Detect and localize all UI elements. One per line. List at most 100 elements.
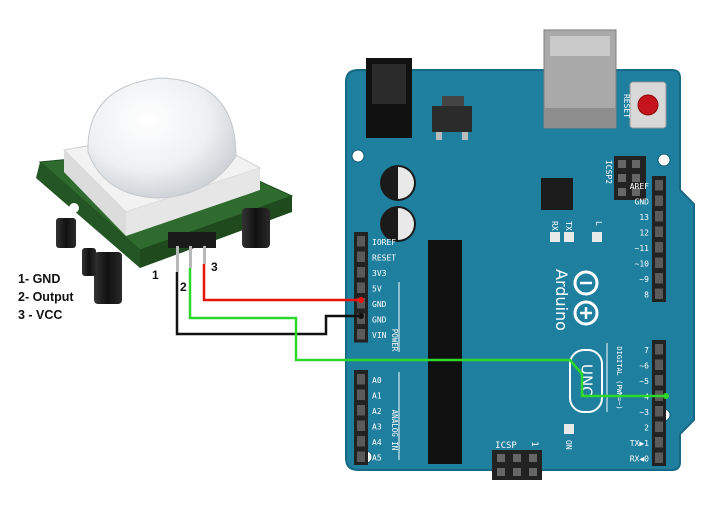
header-body: [652, 176, 666, 302]
legend-item-gnd: 1- GND: [18, 272, 61, 286]
vcc-wire: [202, 264, 361, 302]
header-pin[interactable]: [357, 451, 365, 463]
sensor-pin: [189, 246, 192, 268]
l-led: [592, 232, 602, 242]
header-pin[interactable]: [357, 282, 365, 294]
header-pin[interactable]: [655, 211, 663, 222]
header-pin[interactable]: [655, 288, 663, 300]
header-pin[interactable]: [655, 452, 663, 464]
header-pin[interactable]: [655, 375, 663, 386]
header-pin[interactable]: [655, 359, 663, 371]
header-pin[interactable]: [655, 406, 663, 417]
reset-button[interactable]: [629, 81, 667, 129]
pin-label: ~3: [639, 408, 649, 417]
usb-connector: [543, 29, 617, 129]
header-pin[interactable]: [655, 180, 663, 191]
header-pin[interactable]: [655, 273, 663, 284]
pin-label: A2: [372, 407, 382, 416]
arduino-logo-icon: [573, 270, 599, 326]
header-pin[interactable]: [357, 405, 365, 416]
power-jack: [366, 58, 412, 138]
gnd-wire-end: [358, 313, 364, 319]
icsp2-header: [614, 156, 646, 200]
l-led-label: L: [594, 221, 603, 226]
pin-label: RESET: [372, 253, 396, 262]
header-pin[interactable]: [655, 242, 663, 253]
pin-label: ~11: [635, 244, 650, 253]
gnd-wire: [175, 272, 361, 336]
pin-label: ~10: [635, 259, 650, 268]
sensor-pin: [203, 246, 206, 264]
icsp-header: [492, 450, 542, 480]
output-wire: [188, 268, 666, 398]
sensor-pin: [176, 246, 179, 272]
header-pin[interactable]: [655, 257, 663, 269]
sensor-capacitor: [56, 218, 76, 248]
header-pin[interactable]: [655, 344, 663, 355]
sensor-capacitor: [94, 252, 122, 304]
pin-label: 13: [639, 213, 649, 222]
pin-label: A1: [372, 391, 382, 400]
mounting-hole: [351, 149, 365, 163]
sensor-capacitor: [242, 208, 270, 248]
header-pin[interactable]: [357, 236, 365, 247]
power-group-label: POWER: [390, 329, 399, 352]
header-pin[interactable]: [357, 251, 365, 263]
output-wire-end: [663, 393, 669, 399]
header-pin[interactable]: [655, 226, 663, 238]
pin-label: ~6: [639, 361, 649, 370]
header-pin[interactable]: [357, 420, 365, 432]
usb-chip: [541, 178, 573, 210]
vcc-wire-end: [358, 297, 364, 303]
voltage-regulator: [432, 96, 472, 140]
mounting-hole: [657, 153, 671, 167]
reset-label: RESET: [622, 94, 631, 118]
pin-label: A5: [372, 453, 382, 462]
header-pin[interactable]: [357, 436, 365, 447]
icsp-label: ICSP: [495, 441, 517, 451]
sensor-capacitor: [82, 248, 96, 276]
lens-frame-side: [64, 150, 126, 236]
icsp-pin-one-label: 1: [529, 441, 539, 446]
header-pin[interactable]: [655, 437, 663, 448]
pin-label: 12: [639, 228, 649, 237]
pin-label: 5V: [372, 284, 382, 293]
pin-label: VIN: [372, 331, 387, 340]
arduino-brand: Arduino: [552, 269, 571, 331]
pin-label: GND: [635, 197, 650, 206]
pin-label: ~9: [639, 275, 649, 284]
pin-label: A0: [372, 376, 382, 385]
header-pin[interactable]: [357, 267, 365, 278]
header-pin[interactable]: [655, 421, 663, 433]
sensor-pin-header: [168, 232, 216, 248]
wires: [175, 264, 666, 398]
rx-led: [550, 232, 560, 242]
lens-frame-side: [126, 168, 260, 236]
icsp2-label: ICSP2: [604, 160, 613, 184]
analog-group-label: ANALOG IN: [390, 410, 399, 451]
header-pin[interactable]: [357, 298, 365, 309]
sensor-pin-label-gnd: 1: [152, 268, 159, 282]
rx-led-label: RX: [550, 221, 559, 231]
header-pin[interactable]: [357, 329, 365, 340]
microcontroller-chip: [428, 240, 462, 464]
header-pin[interactable]: [357, 389, 365, 401]
sensor-hole: [241, 152, 249, 160]
legend-item-output: 2- Output: [18, 290, 74, 304]
sensor-pin-label-output: 2: [180, 280, 187, 294]
capacitor: [380, 165, 416, 201]
sensor-hole: [69, 203, 79, 213]
pin-label: GND: [372, 315, 387, 324]
header-pin[interactable]: [357, 374, 365, 385]
pin-label: TX▶1: [630, 439, 649, 448]
pin-label: IOREF: [372, 238, 396, 247]
sensor-pin-label-vcc: 3: [211, 260, 218, 274]
header-pin[interactable]: [655, 195, 663, 207]
capacitor: [380, 206, 416, 242]
pin-legend: 1- GND 2- Output 3 - VCC: [18, 270, 74, 324]
fresnel-dome: [87, 77, 237, 199]
arduino-uno-board: RESET ICSP2 RX TX L ON Arduino: [345, 29, 695, 480]
